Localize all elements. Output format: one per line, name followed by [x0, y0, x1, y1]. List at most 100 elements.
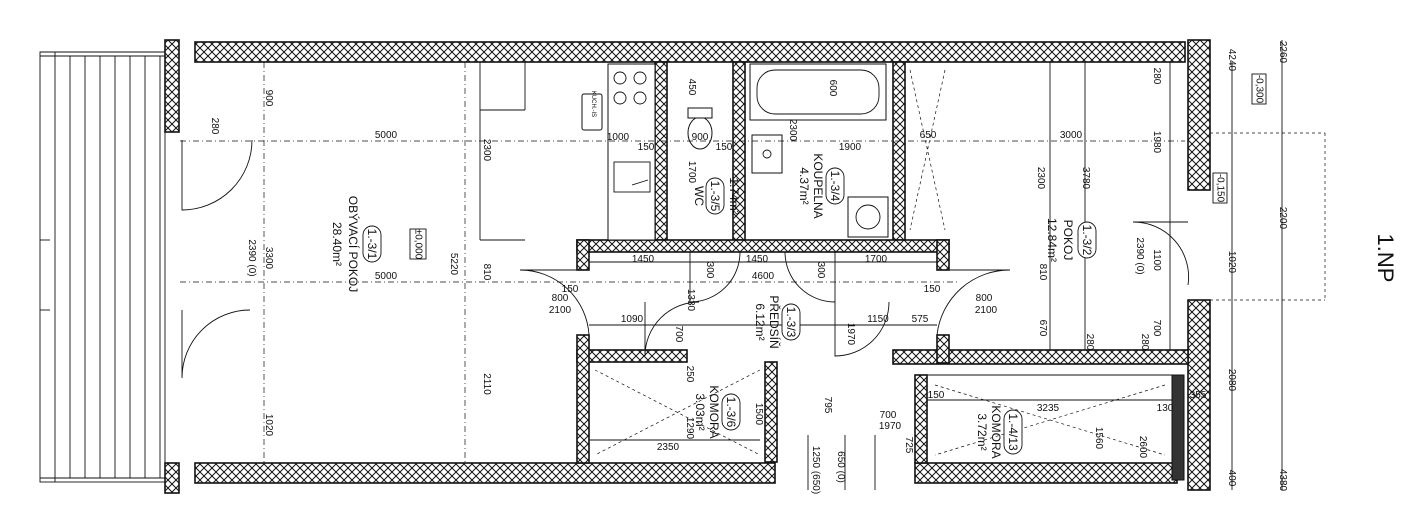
dim-700-door: 700: [880, 410, 897, 421]
room-name: KOMORA: [989, 405, 1003, 458]
dim-3235: 3235: [1037, 403, 1060, 414]
door-2100-left: 2100: [549, 305, 572, 316]
dim-1700: 1700: [865, 254, 888, 265]
dim-795: 795: [822, 397, 833, 414]
dim-1330: 1330: [685, 289, 696, 312]
dim-650: 650: [920, 130, 937, 141]
door-2100-right: 2100: [975, 305, 998, 316]
dim-355: 355: [1190, 390, 1207, 401]
dim-600: 600: [827, 80, 838, 97]
dim-700-corr: 700: [673, 326, 684, 343]
dim-1020-right: 1020: [1226, 251, 1237, 274]
washing-machine: [847, 196, 889, 238]
dim-2110: 2110: [481, 373, 492, 395]
room-label-r2: 1.-3/2 POKOJ 12.84m²: [1045, 218, 1097, 262]
room-area: 12.84m²: [1045, 218, 1059, 262]
level-right-upper: -0,300: [1253, 75, 1264, 104]
dim-1500: 1500: [753, 403, 764, 426]
dim-250: 250: [684, 366, 695, 383]
dim-280-c: 280: [1139, 334, 1150, 351]
dim-4380: 4380: [1277, 469, 1288, 492]
dim-1560: 1560: [1093, 427, 1104, 450]
room-name: PŘEDSÍŇ: [767, 295, 782, 348]
dimension-lines: [180, 40, 1326, 490]
dimension-texts: 5000 5000 3000 4600 1450 1450 1700 1900 …: [375, 130, 1207, 453]
dim-575: 575: [912, 314, 929, 325]
dim-2260: 2260: [1277, 41, 1288, 64]
room-name: KOUPELNA: [811, 153, 825, 218]
room-area: 28.40m²: [330, 222, 344, 266]
room-name: POKOJ: [1061, 220, 1075, 261]
dim-150-d: 150: [924, 284, 941, 295]
dim-1090: 1090: [621, 314, 644, 325]
dim-400: 400: [1226, 470, 1237, 487]
dim-3000: 3000: [1060, 130, 1083, 141]
dim-1250: 1250 (650): [810, 446, 821, 494]
dim-650-bottom: 650 (0): [835, 451, 846, 483]
dim-810-right: 810: [1037, 264, 1048, 281]
dim-3300: 3300: [263, 247, 274, 270]
dim-280-d: 280: [1084, 334, 1095, 351]
dim-150-e: 150: [928, 390, 945, 401]
dim-4240: 4240: [1226, 49, 1237, 72]
room-name: OBÝVACÍ POKOJ: [346, 196, 361, 292]
walls: [164, 39, 1211, 494]
vertical-dimension-texts: 900 280 3300 2390 (0) 1020 2300 5220 810…: [209, 41, 1288, 494]
dim-3780: 3780: [1080, 167, 1091, 190]
dim-5000-top: 5000: [375, 130, 398, 141]
dim-900-v: 900: [263, 90, 274, 107]
dim-280-b: 280: [1151, 68, 1162, 85]
dim-2350: 2350: [657, 442, 680, 453]
room-id: 1.-3/4: [828, 171, 842, 202]
room-id: 1.-4/13: [1006, 413, 1020, 451]
room-id: 1.-3/5: [708, 181, 722, 212]
bathtub: [749, 63, 887, 121]
dim-2080: 2080: [1226, 369, 1237, 392]
dim-1700-wc: 1700: [686, 161, 697, 184]
door-800-right: 800: [976, 293, 993, 304]
level-markers: ±0,000 -0,300 -0,150: [409, 73, 1267, 260]
dim-1450-right: 1450: [746, 254, 769, 265]
dim-1900: 1900: [839, 142, 862, 153]
dim-2390-left: 2390 (0): [246, 239, 257, 276]
dim-810-left: 810: [481, 264, 492, 281]
room-area: 4.37m²: [797, 167, 811, 204]
dim-300-a: 300: [704, 262, 715, 279]
kitchen-counter: [607, 63, 656, 241]
room-area: 3.03m²: [693, 393, 707, 430]
terrace-deck: [39, 51, 166, 483]
room-id: 1.-3/1: [365, 229, 379, 260]
dim-2300-room: 2300: [1035, 167, 1046, 190]
dim-1980: 1980: [1151, 131, 1162, 154]
dim-1150: 1150: [867, 314, 889, 325]
dim-300-b: 300: [815, 262, 826, 279]
dim-280-a: 280: [209, 118, 220, 135]
kitchen-appliance: KUCH.-IS: [581, 91, 603, 131]
dim-2300-kitchen: 2300: [481, 139, 492, 162]
kitchen-label: KUCH.-IS: [590, 91, 596, 117]
room-area: 6.12m²: [753, 303, 767, 340]
dim-900: 900: [692, 132, 709, 143]
level-right-lower: -0,150: [1214, 174, 1225, 203]
dim-670: 670: [1037, 320, 1048, 337]
room-label-r1: 1.-3/1 OBÝVACÍ POKOJ 28.40m²: [330, 196, 382, 292]
dim-2600: 2600: [1137, 436, 1148, 459]
dim-1450-left: 1450: [632, 254, 655, 265]
room-label-r3: 1.-3/3 PŘEDSÍŇ 6.12m²: [753, 295, 801, 349]
door-800-left: 800: [552, 293, 569, 304]
room-label-r4: 1.-3/4 KOUPELNA 4.37m²: [797, 153, 845, 219]
room-label-r6: 1.-3/6 KOMORA 3.03m²: [693, 385, 741, 439]
dim-130: 130: [1157, 403, 1174, 414]
room-area: 1.74m²: [727, 177, 741, 214]
dim-700-right: 700: [1151, 320, 1162, 337]
dim-150-c: 150: [562, 284, 579, 295]
dim-1020-left: 1020: [263, 414, 274, 437]
room-label-r7: 1.-4/13 KOMORA 3.72m²: [975, 405, 1023, 459]
level-main: ±0,000: [412, 229, 423, 260]
room-id: 1.-3/2: [1080, 225, 1094, 256]
room-id: 1.-3/3: [784, 307, 798, 338]
room-area: 3.72m²: [975, 413, 989, 450]
dim-150-b: 150: [716, 142, 733, 153]
dim-2200: 2200: [1277, 207, 1288, 230]
